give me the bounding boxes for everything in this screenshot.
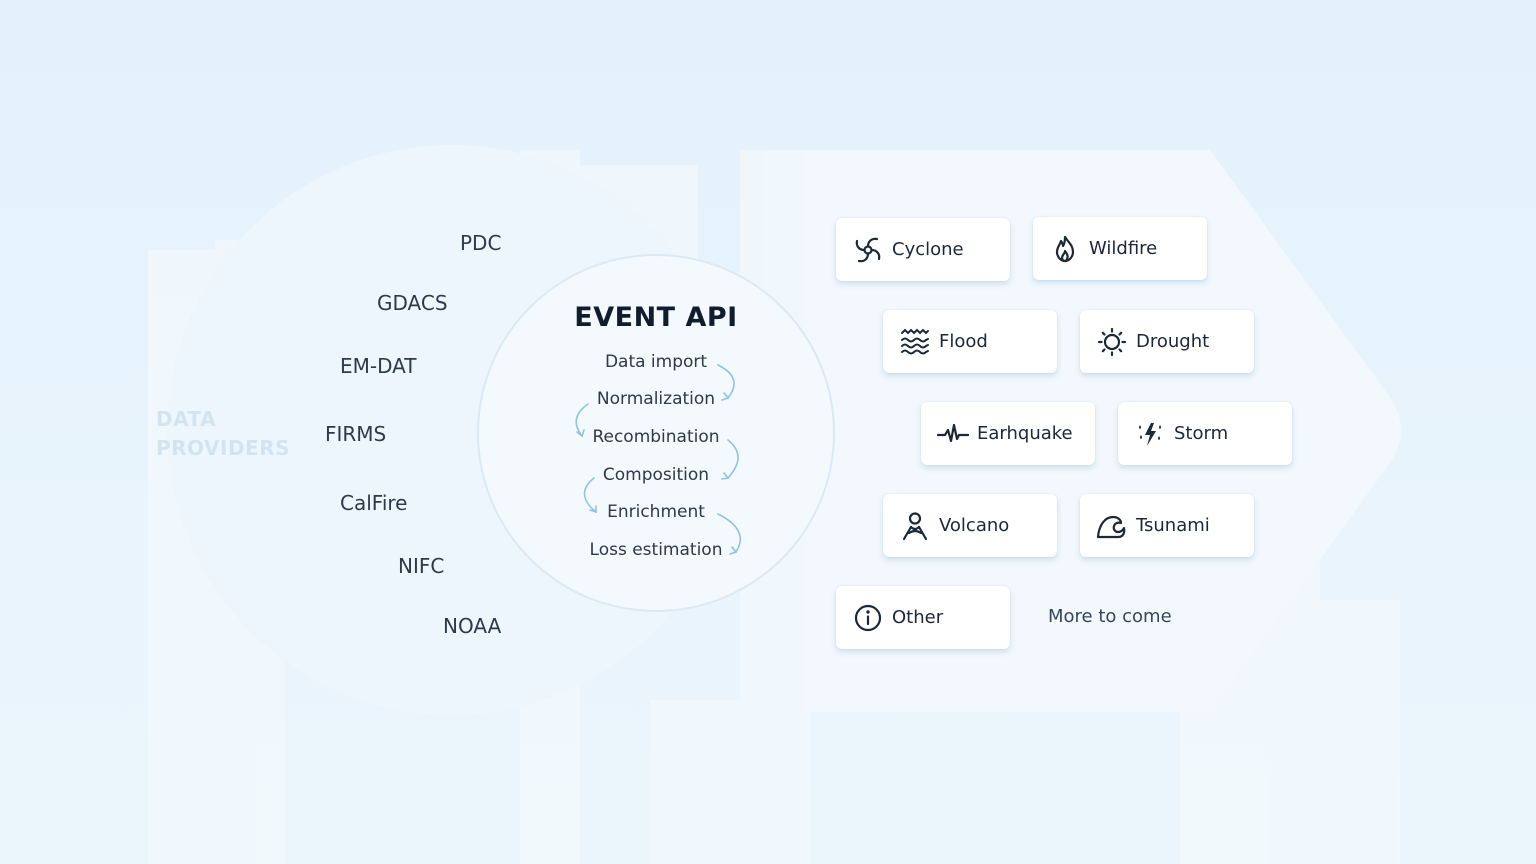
storm-icon: [1134, 418, 1166, 450]
event-card-label: Earhquake: [977, 423, 1073, 444]
provider-em-dat: EM-DAT: [340, 354, 417, 378]
provider-firms: FIRMS: [325, 422, 387, 446]
providers-label: DATA PROVIDERS: [156, 405, 296, 463]
event-card-drought[interactable]: Drought: [1080, 310, 1254, 373]
info-icon: [852, 602, 884, 634]
provider-nifc: NIFC: [398, 554, 445, 578]
wildfire-icon: [1049, 233, 1081, 265]
step-recombination: Recombination: [592, 427, 720, 447]
more-to-come-text: More to come: [1048, 606, 1172, 627]
event-card-wildfire[interactable]: Wildfire: [1033, 217, 1207, 280]
event-api-title: EVENT API: [574, 302, 738, 333]
provider-noaa: NOAA: [443, 614, 502, 638]
cyclone-icon: [852, 234, 884, 266]
event-card-label: Tsunami: [1136, 515, 1210, 536]
event-card-label: Other: [892, 607, 944, 628]
event-card-tsunami[interactable]: Tsunami: [1080, 494, 1254, 557]
step-loss-estimation: Loss estimation: [589, 540, 723, 560]
step-enrichment: Enrichment: [607, 502, 705, 522]
providers-label-line2: PROVIDERS: [156, 436, 291, 460]
event-card-earthquake[interactable]: Earhquake: [921, 402, 1095, 465]
providers-label-line1: DATA: [156, 407, 217, 431]
event-card-other[interactable]: Other: [836, 586, 1010, 649]
provider-calfire: CalFire: [340, 491, 408, 515]
event-card-storm[interactable]: Storm: [1118, 402, 1292, 465]
event-card-label: Drought: [1136, 331, 1210, 352]
event-card-volcano[interactable]: Volcano: [883, 494, 1057, 557]
event-card-label: Wildfire: [1089, 238, 1158, 259]
event-card-label: Storm: [1174, 423, 1229, 444]
earthquake-icon: [937, 418, 969, 450]
step-data-import: Data import: [604, 352, 708, 372]
tsunami-icon: [1096, 510, 1128, 542]
step-composition: Composition: [602, 465, 710, 485]
event-card-cyclone[interactable]: Cyclone: [836, 218, 1010, 281]
event-card-label: Volcano: [939, 515, 1010, 536]
volcano-icon: [899, 510, 931, 542]
drought-icon: [1096, 326, 1128, 358]
provider-pdc: PDC: [460, 231, 502, 255]
event-card-flood[interactable]: Flood: [883, 310, 1057, 373]
flood-icon: [899, 326, 931, 358]
event-card-label: Flood: [939, 331, 988, 352]
event-card-label: Cyclone: [892, 239, 964, 260]
step-normalization: Normalization: [596, 389, 716, 409]
provider-gdacs: GDACS: [377, 291, 448, 315]
